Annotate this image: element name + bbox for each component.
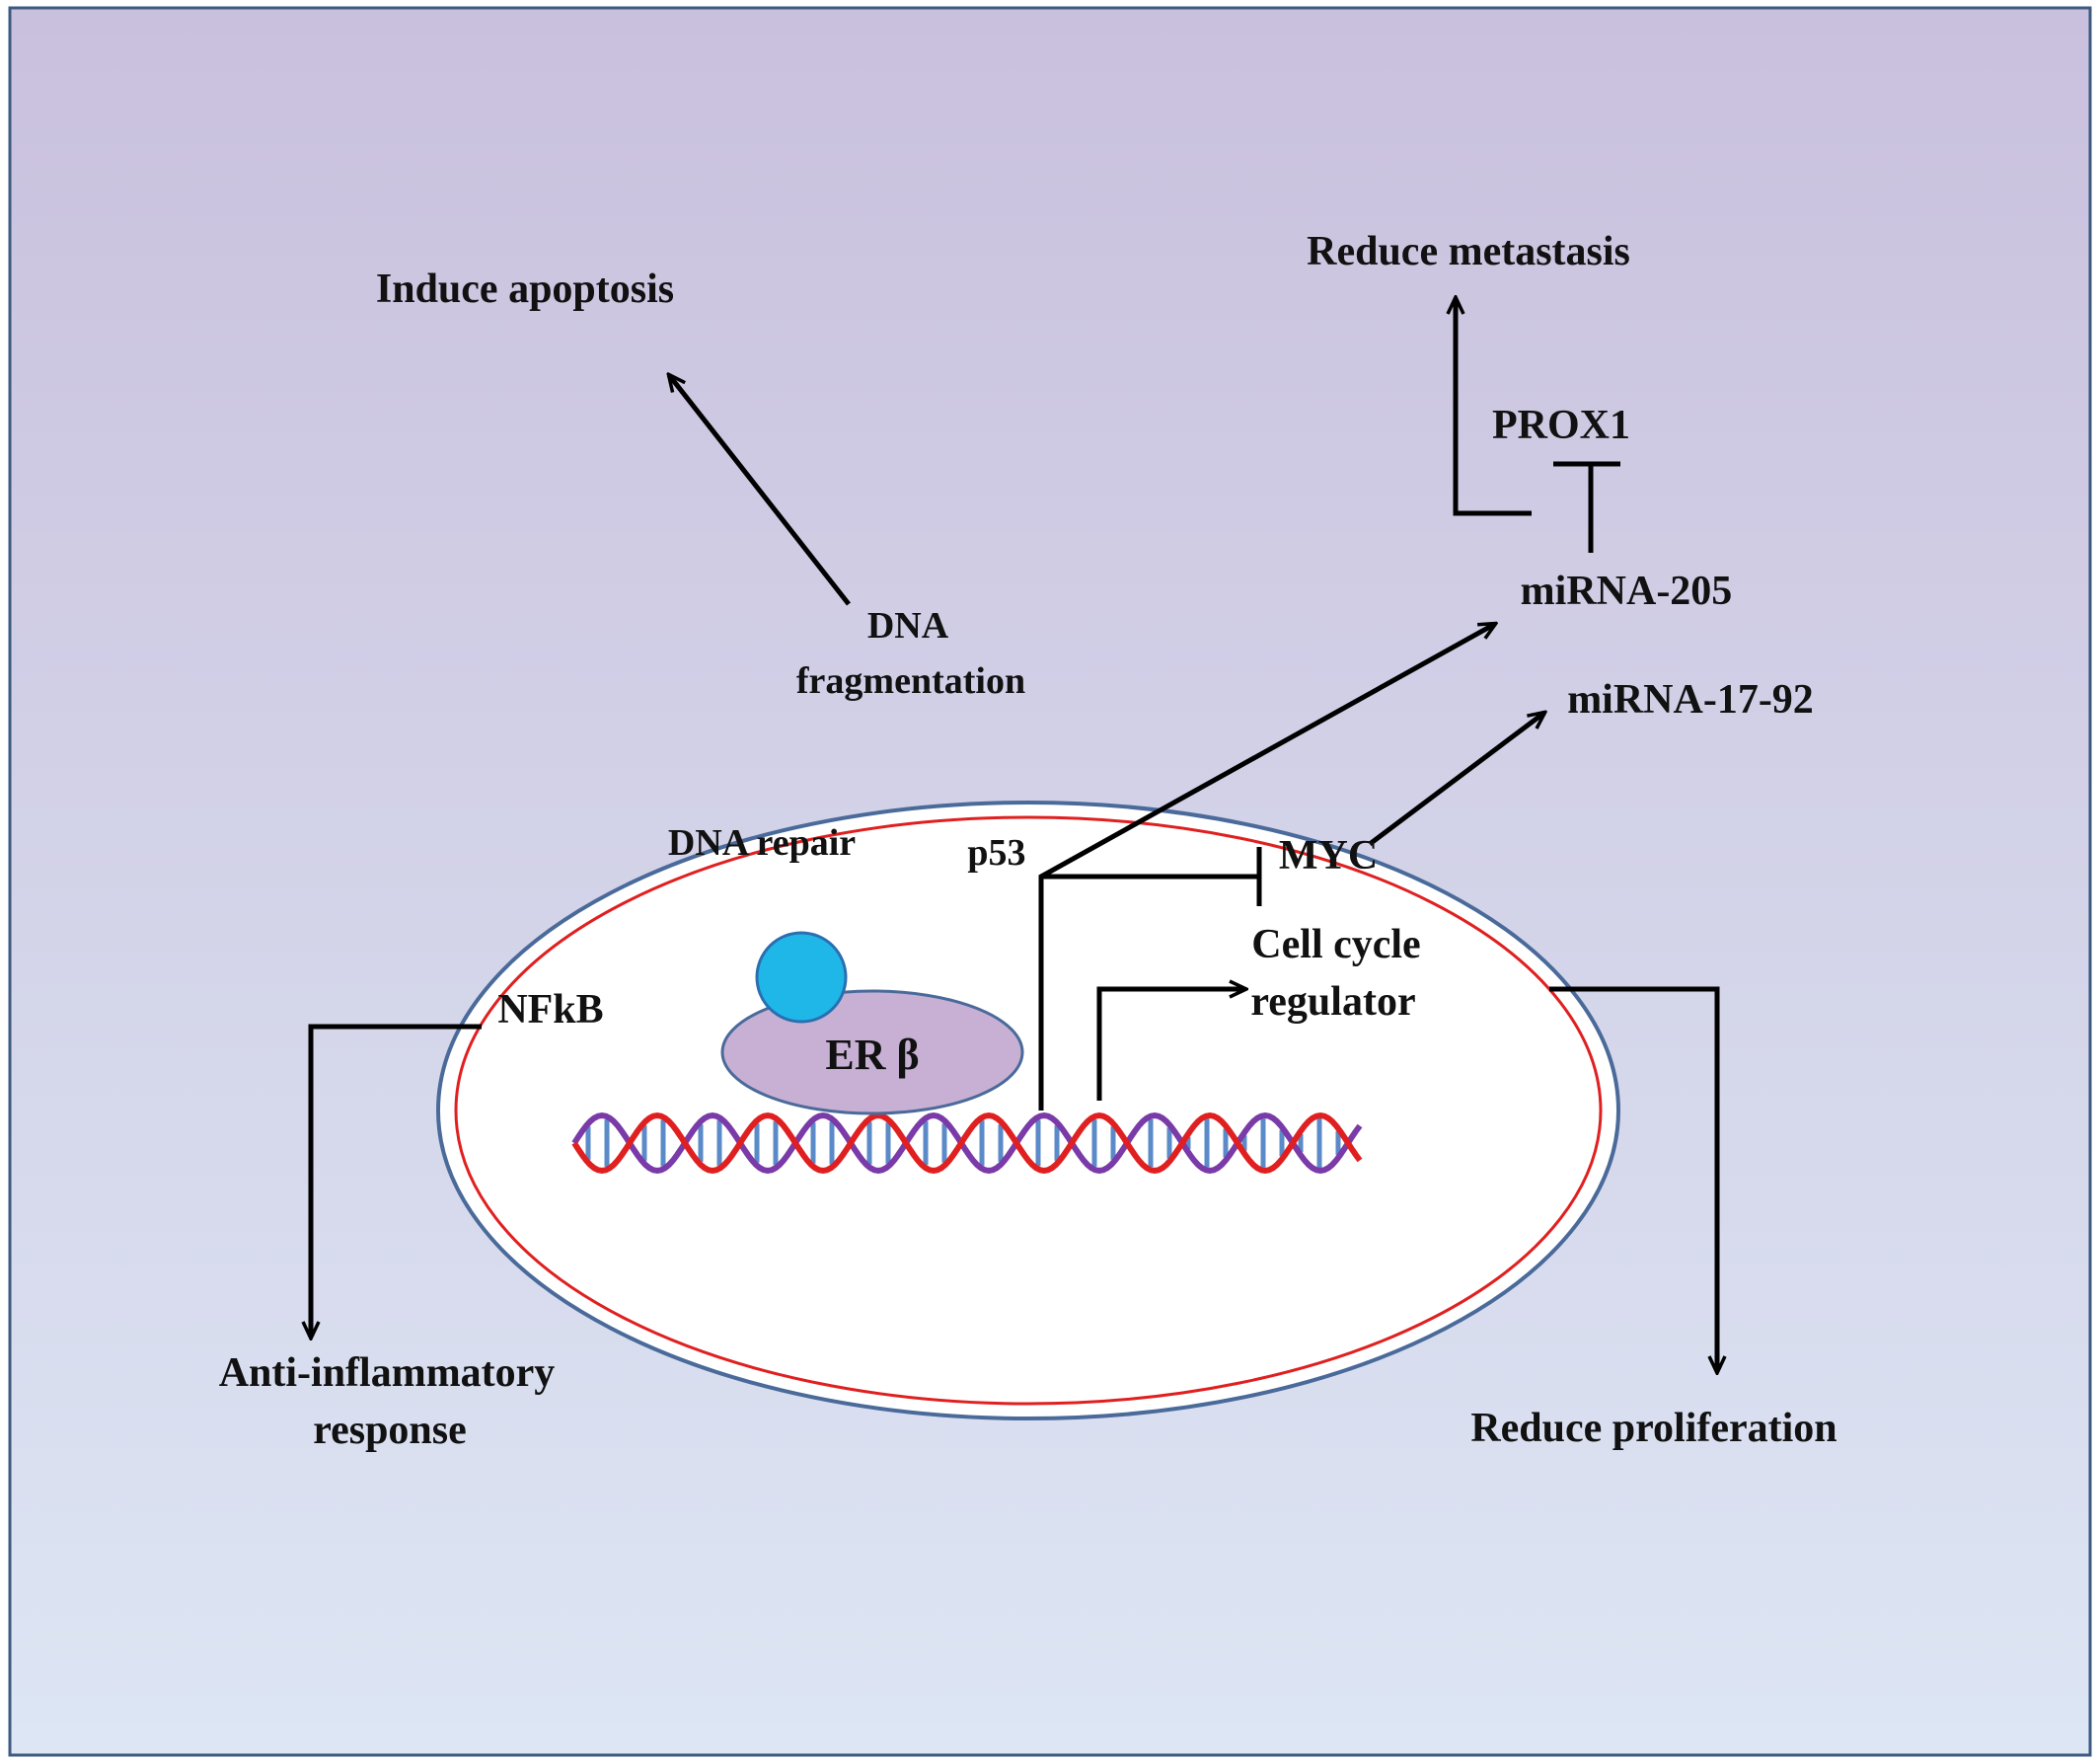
arrow-to-anti-inflammatory [311,1024,482,1338]
label-induce-apoptosis: Induce apoptosis [376,267,674,312]
dna-double-helix [571,1111,1363,1175]
label-cell-cycle: Cell cycle [1251,922,1420,967]
arrow-to-reduce-metastasis [1456,298,1532,516]
label-dna: DNA [867,605,949,647]
label-mirna-17-92: miRNA-17-92 [1567,677,1814,723]
label-nfkb: NFkB [497,987,603,1033]
label-p53: p53 [967,832,1025,874]
arrow-myc-to-mirna-17-92 [1368,713,1544,846]
estrogen-ligand [755,931,848,1024]
label-myc: MYC [1279,833,1378,879]
label-regulator: regulator [1250,979,1415,1025]
dna-strand-red [571,1111,1363,1175]
label-mirna-205: miRNA-205 [1521,569,1733,614]
arrow-to-reduce-proliferation [1549,986,1717,1372]
label-reduce-metastasis: Reduce metastasis [1307,229,1630,274]
nucleus-inner-membrane [454,815,1603,1406]
arrow-to-cell-cycle-regulator [1096,989,1245,1101]
label-er-beta: ER β [825,1031,919,1079]
pathway-connectors [311,298,1717,1372]
label-dna-repair: DNA repair [668,822,856,864]
dna-base-pairs [585,1118,1341,1168]
label-response: response [313,1408,467,1453]
label-anti-inflammatory: Anti-inflammatory [219,1350,556,1396]
nucleus-outer-membrane [436,801,1620,1420]
label-fragmentation: fragmentation [796,660,1025,702]
label-prox1: PROX1 [1492,403,1630,448]
label-reduce-proliferation: Reduce proliferation [1470,1406,1837,1451]
dna-strand-purple [571,1111,1363,1175]
arrow-to-apoptosis [669,375,851,606]
